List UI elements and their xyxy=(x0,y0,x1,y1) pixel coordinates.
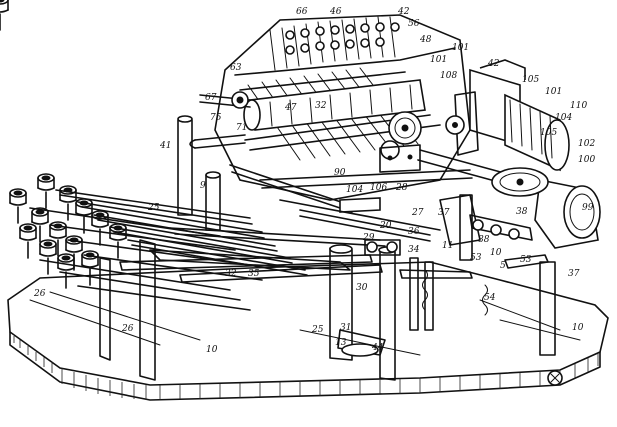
ref-28: 28 xyxy=(395,183,408,193)
ref-75: 75 xyxy=(210,113,222,123)
ref-30: 30 xyxy=(356,283,368,293)
ref-101a: 101 xyxy=(452,43,469,53)
ref-26b: 26 xyxy=(33,289,46,299)
ref-5: 5 xyxy=(500,261,506,271)
ref-48: 48 xyxy=(419,35,432,45)
ref-34: 34 xyxy=(408,245,420,255)
ref-10a: 10 xyxy=(206,345,218,355)
ref-71: 71 xyxy=(236,123,247,133)
ref-90: 90 xyxy=(334,168,346,178)
ref-99: 99 xyxy=(582,203,594,213)
ref-110: 110 xyxy=(570,101,587,111)
ref-66: 66 xyxy=(296,7,308,17)
ref-56: 56 xyxy=(408,19,420,29)
ref-35: 35 xyxy=(248,269,260,279)
ref-105b: 105 xyxy=(540,128,557,138)
ref-101c: 101 xyxy=(430,55,447,65)
front-frame xyxy=(99,239,556,381)
ref-63: 63 xyxy=(230,63,242,73)
base-plate xyxy=(7,261,609,401)
ref-47: 47 xyxy=(284,103,297,113)
ref-37b: 37 xyxy=(568,269,580,279)
ref-32a: 32 xyxy=(315,101,327,111)
ref-88: 88 xyxy=(478,235,490,245)
ref-53b: 53 xyxy=(520,255,532,265)
ref-102: 102 xyxy=(578,139,595,149)
ref-101b: 101 xyxy=(545,87,562,97)
ref-20: 20 xyxy=(379,221,392,231)
ref-105a: 105 xyxy=(522,75,539,85)
ref-38: 38 xyxy=(516,207,528,217)
ref-106: 106 xyxy=(370,183,387,193)
ref-32b: 32 xyxy=(225,269,237,279)
ref-42b: 42 xyxy=(487,59,500,69)
key-buttons xyxy=(0,0,127,289)
ref-25a: 25 xyxy=(147,203,160,213)
ref-13: 13 xyxy=(335,338,347,348)
ref-11: 11 xyxy=(442,241,453,251)
ref-25b: 25 xyxy=(311,325,324,335)
ref-9: 9 xyxy=(200,181,206,191)
ref-10b: 10 xyxy=(572,323,584,333)
ref-41: 41 xyxy=(159,141,171,151)
ref-104b: 104 xyxy=(346,185,363,195)
ref-100: 100 xyxy=(578,155,595,165)
ref-46: 46 xyxy=(329,7,342,17)
ref-37a: 37 xyxy=(438,208,450,218)
reference-numerals: 66 46 42 56 48 101 42 63 47 32 105 101 1… xyxy=(33,7,595,355)
ref-44: 44 xyxy=(371,343,384,353)
ref-27: 27 xyxy=(411,208,424,218)
ref-26a: 26 xyxy=(121,324,134,334)
ref-10c: 10 xyxy=(490,248,502,258)
ref-67: 67 xyxy=(205,93,217,103)
ref-36: 36 xyxy=(408,227,420,237)
type-heads xyxy=(285,22,400,55)
ref-54: 54 xyxy=(484,293,496,303)
right-mechanism xyxy=(379,59,601,249)
ref-42a: 42 xyxy=(397,7,410,17)
ref-53a: 53 xyxy=(470,253,482,263)
carriage-frame xyxy=(214,14,471,201)
ref-29: 29 xyxy=(362,233,375,243)
ref-31: 31 xyxy=(340,323,351,333)
ref-108: 108 xyxy=(440,71,457,81)
diagonal-rods xyxy=(229,164,473,242)
lower-mechanism xyxy=(337,194,563,386)
left-axle xyxy=(189,91,251,149)
ref-104a: 104 xyxy=(555,113,572,123)
